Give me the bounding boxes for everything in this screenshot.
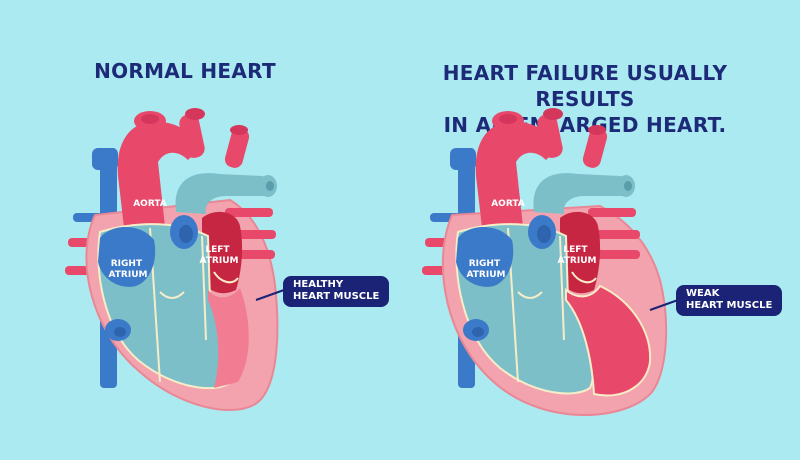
normal-right-atrium	[98, 227, 156, 287]
normal-pulmonary-artery	[175, 173, 273, 214]
normal-aorta	[117, 121, 198, 236]
enlarged-callout-pointer	[649, 299, 679, 311]
healthy-callout-line-1: HEALTHY	[293, 279, 344, 290]
normal-left-atrium	[202, 211, 243, 294]
enlarged-left-ventricle	[565, 284, 652, 397]
weak-callout-line-1: WEAK	[686, 288, 720, 299]
normal-heart: AORTA RIGHT ATRIUM LEFT ATRIUM	[65, 108, 285, 411]
enlarged-pulmonary-veins	[588, 208, 640, 259]
enlarged-aorta-label: AORTA	[491, 199, 525, 209]
enlarged-heart: AORTA RIGHT ATRIUM LEFT ATRIUM	[422, 108, 679, 416]
heart-failure-title-line-1: HEART FAILURE USUALLY RESULTS	[442, 61, 728, 111]
normal-heart-title: NORMAL HEART	[94, 59, 276, 83]
weak-heart-muscle-callout: WEAK HEART MUSCLE	[676, 285, 783, 316]
normal-left-atrium-label: LEFT ATRIUM	[200, 245, 239, 266]
weak-callout-line-2: HEART MUSCLE	[686, 300, 773, 311]
normal-aorta-label: AORTA	[133, 199, 167, 209]
healthy-heart-muscle-callout: HEALTHY HEART MUSCLE	[283, 276, 390, 307]
healthy-callout-line-2: HEART MUSCLE	[293, 291, 380, 302]
enlarged-right-atrium-label: RIGHT ATRIUM	[467, 259, 506, 280]
enlarged-pulmonary-artery	[533, 173, 631, 214]
normal-callout-pointer	[255, 289, 285, 301]
normal-left-ventricle-wall	[208, 288, 249, 388]
enlarged-left-atrium	[560, 211, 601, 294]
enlarged-right-atrium	[456, 227, 514, 287]
enlarged-left-atrium-label: LEFT ATRIUM	[558, 245, 597, 266]
normal-right-atrium-label: RIGHT ATRIUM	[109, 259, 148, 280]
enlarged-aorta	[475, 121, 556, 236]
